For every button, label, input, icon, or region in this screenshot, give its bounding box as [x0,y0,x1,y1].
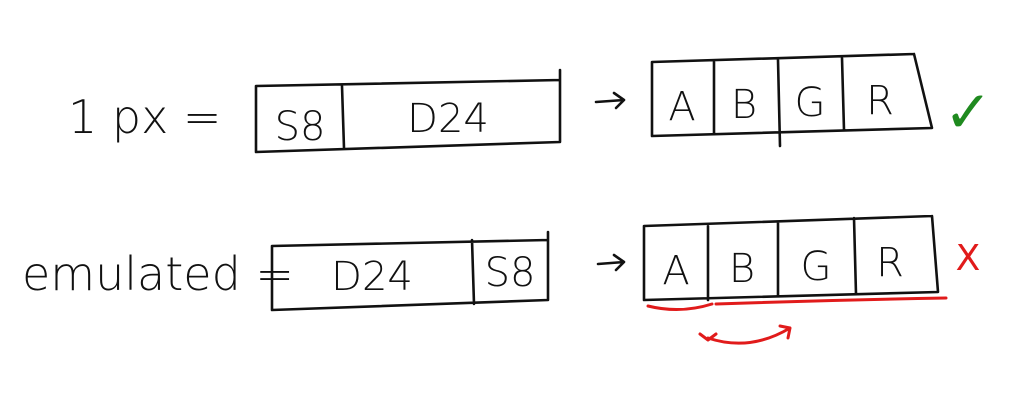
row-1-arrow-icon [594,91,626,110]
underline-bgr-icon [714,296,948,306]
check-mark-icon: ✓ [944,78,993,146]
row-2-output-cell-3: G [801,244,832,290]
row-1-output-cell-3: G [795,80,826,126]
row-2-output-cell-1: A [662,248,689,294]
row-1: 1 px = S8 D24 A B G R ✓ [68,52,993,154]
row-2-arrow-icon [596,253,626,272]
row-1-output-box: A B G R [650,52,934,148]
row-1-label: 1 px = [68,90,221,144]
row-2: emulated = D24 S8 A B G R X [22,214,981,345]
row-1-input-cell-1: S8 [275,104,326,150]
swap-arrow-icon [698,324,792,345]
row-2-output-box: A B G R [642,214,940,302]
row-2-input-cell-2: S8 [485,250,536,296]
cross-mark-icon: X [956,238,981,279]
row-1-input-box: S8 D24 [254,68,562,154]
row-1-output-cell-2: B [731,82,757,128]
row-1-input-cell-2: D24 [407,96,489,142]
underline-a-icon [646,302,714,312]
row-2-label: emulated = [22,247,294,301]
row-2-output-cell-2: B [729,246,755,292]
row-2-input-cell-1: D24 [331,254,413,300]
row-2-output-cell-4: R [876,240,904,286]
row-1-output-cell-1: A [668,84,695,130]
row-2-input-box: D24 S8 [270,230,550,312]
row-1-output-cell-4: R [866,78,894,124]
